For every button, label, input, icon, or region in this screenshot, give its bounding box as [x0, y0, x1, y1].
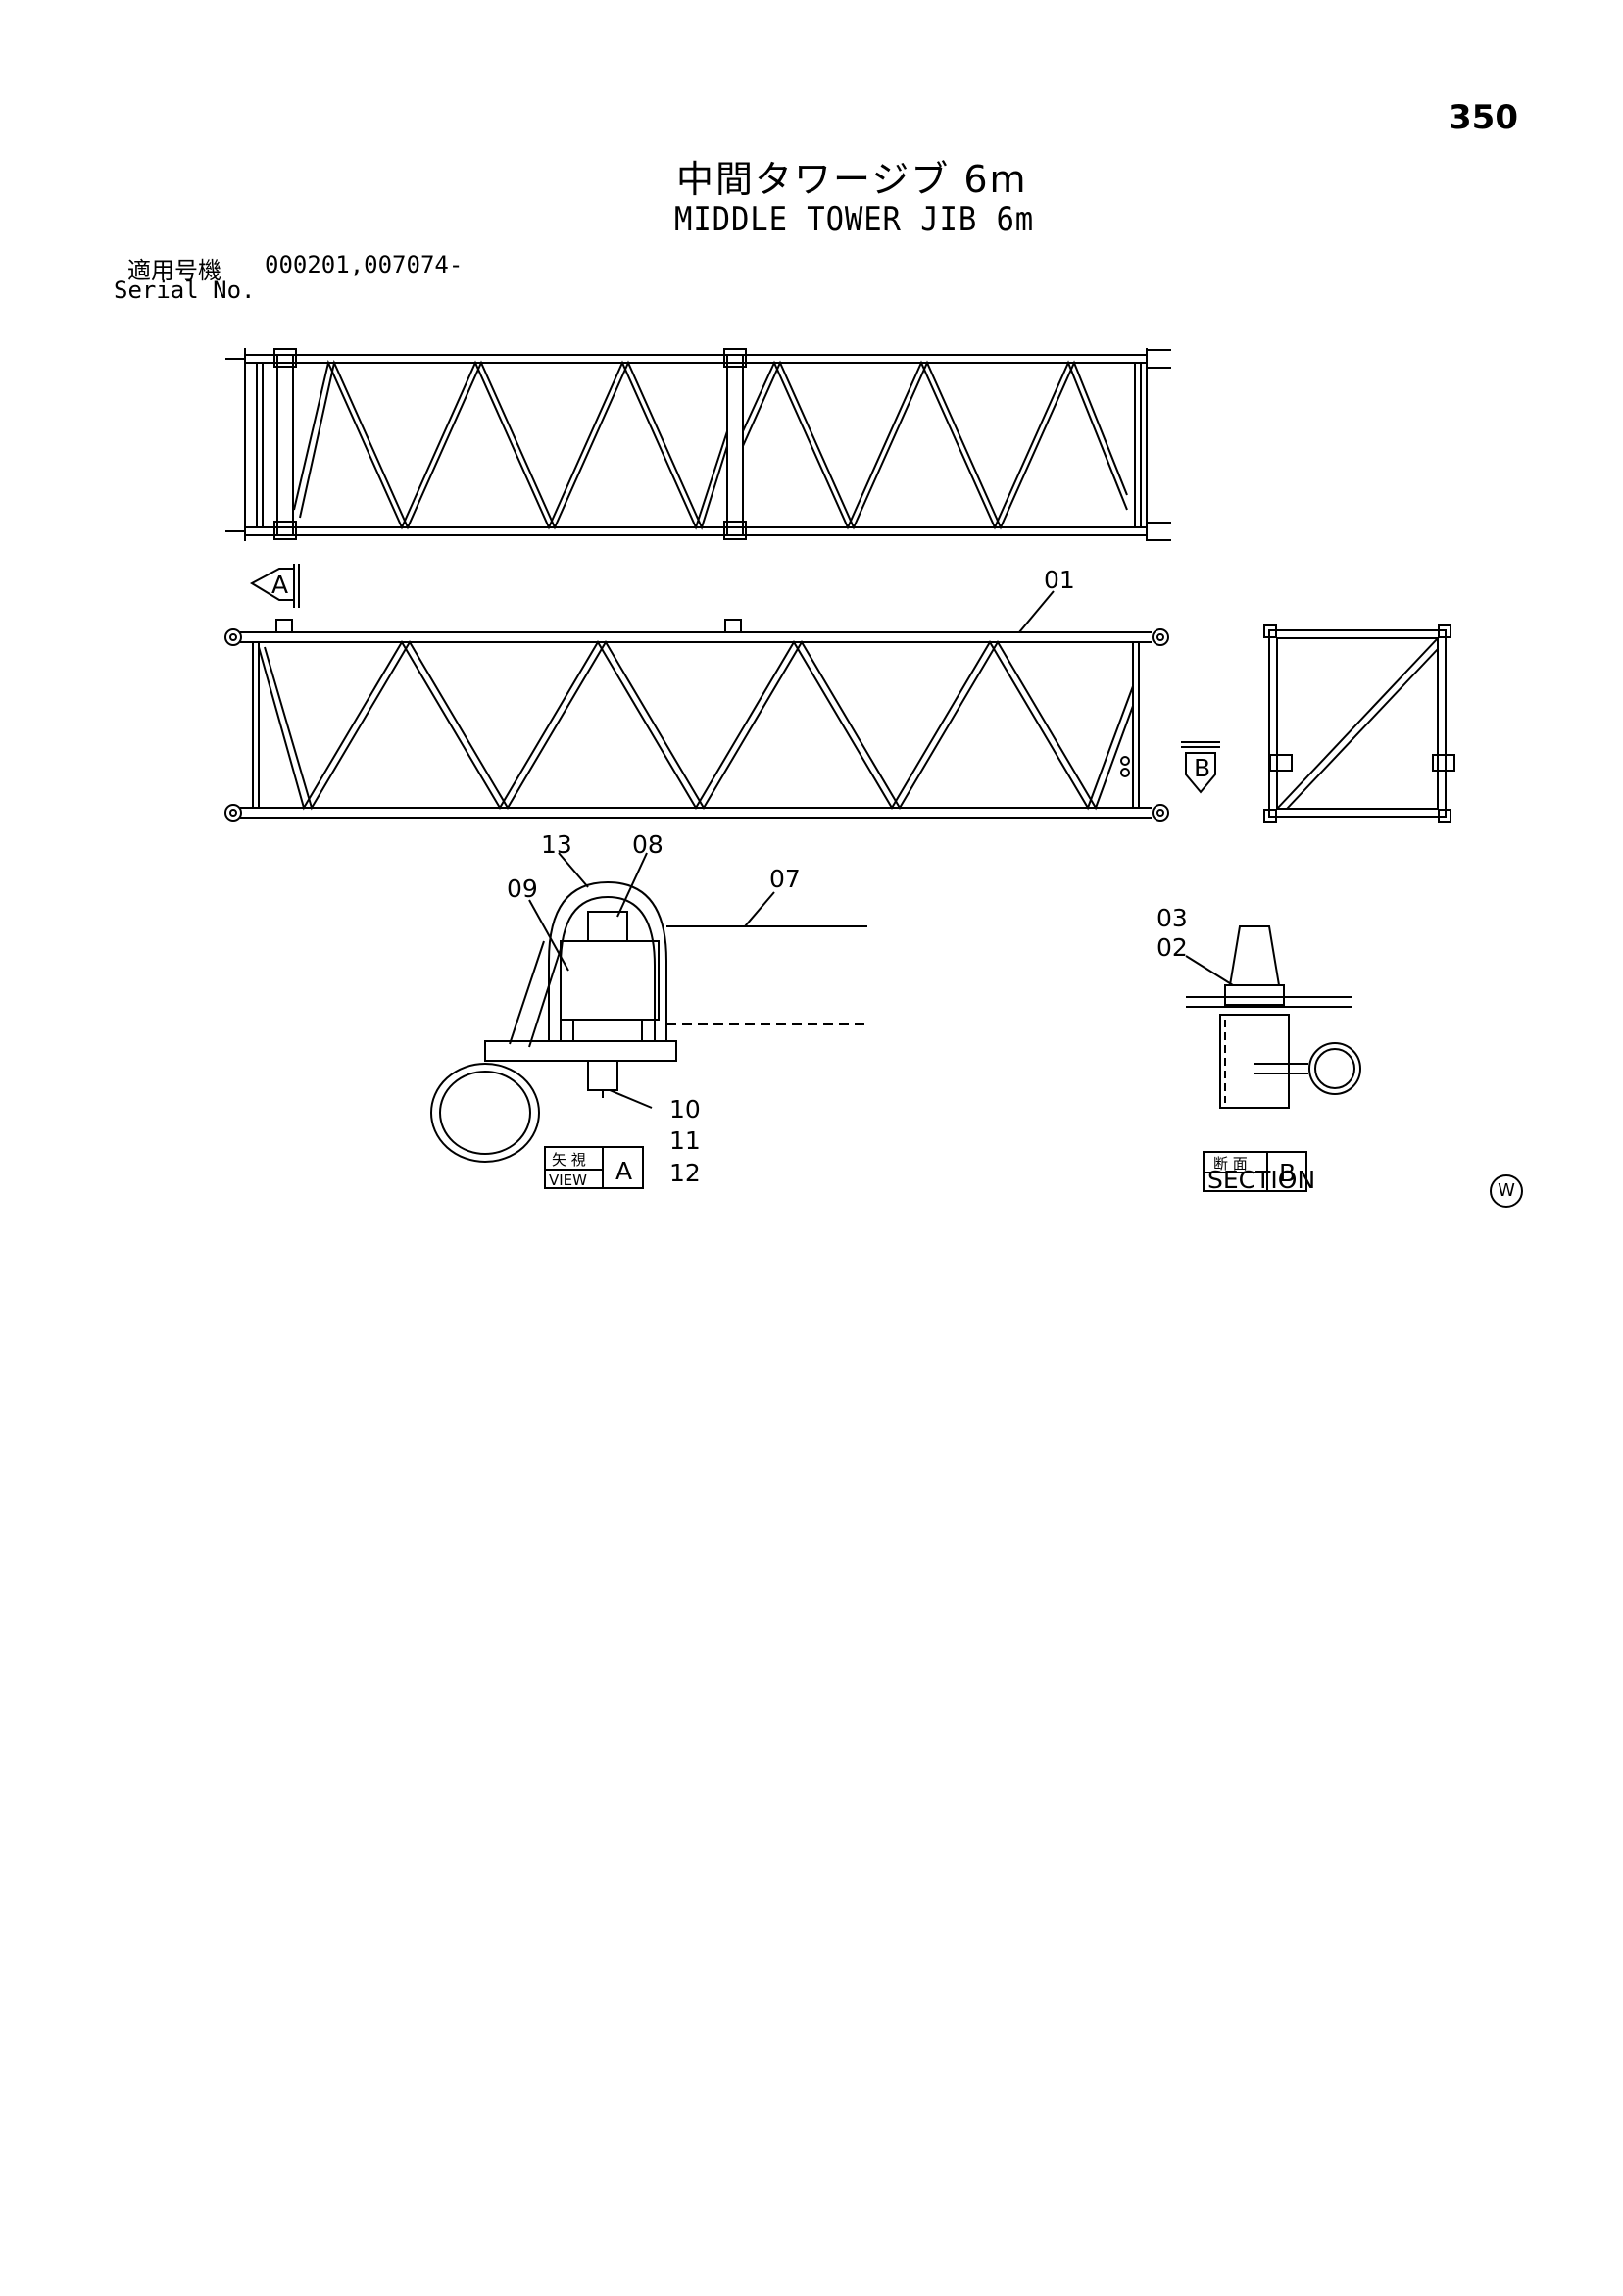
section-box-jp: 断 面: [1213, 1155, 1248, 1173]
truss-side-view: [224, 619, 1169, 822]
serial-label-jp: 適用号機: [127, 257, 221, 284]
title-japanese: 中間タワージブ 6m: [676, 158, 1028, 201]
serial-label-en: Serial No.: [114, 276, 256, 304]
truss-end-view: [1263, 624, 1455, 823]
view-box-jp: 矢 視: [552, 1151, 586, 1169]
view-b-marker: [1181, 741, 1220, 794]
part-label-13: 13: [541, 830, 572, 859]
part-label-12: 12: [669, 1159, 701, 1187]
view-box-en: VIEW: [549, 1172, 587, 1189]
page-number: 350: [1449, 98, 1518, 137]
title-english: MIDDLE TOWER JIB 6m: [674, 200, 1035, 239]
view-b-marker-letter: B: [1194, 754, 1210, 782]
leader-02: [1185, 955, 1234, 986]
detail-view-a: [430, 880, 867, 1163]
leader-13: [558, 852, 589, 888]
section-box-letter: B: [1279, 1159, 1296, 1187]
leader-09: [528, 899, 569, 972]
part-label-08: 08: [632, 830, 664, 859]
leader-08: [616, 852, 648, 918]
leader-01: [1018, 590, 1055, 633]
part-label-02: 02: [1156, 933, 1188, 962]
w-mark-icon: W: [1490, 1174, 1523, 1208]
view-box-letter: A: [615, 1157, 632, 1185]
part-label-10: 10: [669, 1095, 701, 1123]
part-label-03: 03: [1156, 904, 1188, 932]
leader-10: [609, 1089, 653, 1109]
part-label-11: 11: [669, 1126, 701, 1155]
view-a-box: [544, 1146, 644, 1189]
part-label-01: 01: [1044, 566, 1075, 594]
part-label-07: 07: [769, 865, 801, 893]
part-label-09: 09: [507, 874, 538, 903]
view-a-marker-letter: A: [271, 571, 288, 599]
section-box-en: SECTION: [1207, 1166, 1315, 1194]
truss-top-view: [225, 348, 1171, 541]
serial-value: 000201,007074-: [265, 251, 464, 278]
section-view-b: [1186, 925, 1361, 1109]
view-a-marker: [249, 564, 300, 608]
leader-07: [744, 891, 775, 927]
